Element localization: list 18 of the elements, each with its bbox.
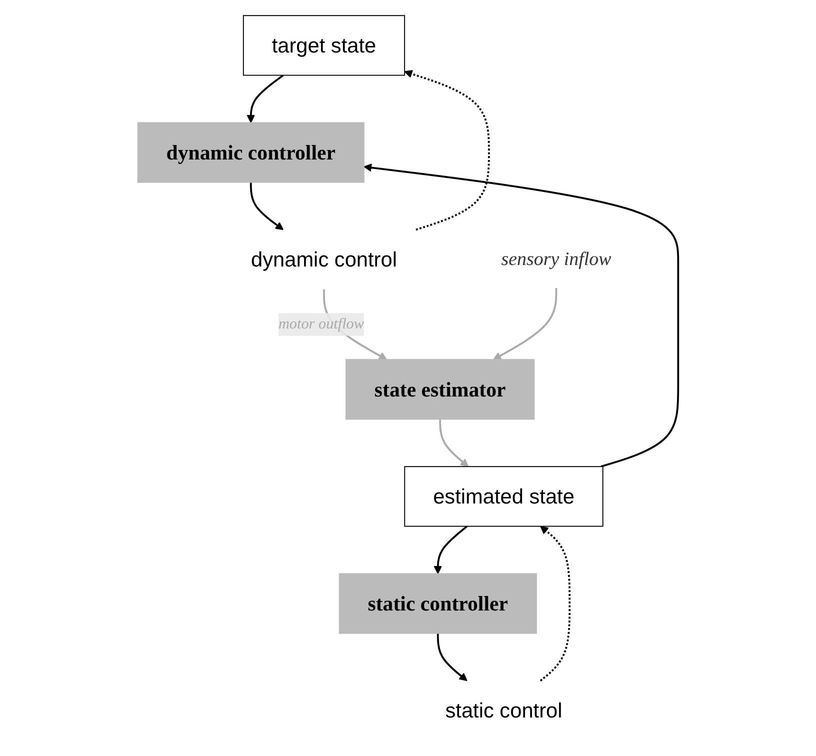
arrow (246, 74, 284, 124)
node-text: static control (445, 698, 562, 722)
arrow (364, 163, 680, 468)
arrow (404, 70, 490, 231)
node-text: dynamic control (250, 248, 397, 272)
edge-label: motor outflow (278, 316, 364, 332)
node-box: estimated state (404, 466, 604, 527)
arrow (540, 526, 571, 682)
node-text: sensory inflow (501, 249, 612, 270)
arrow (439, 419, 469, 467)
node-box: state estimator (346, 359, 535, 420)
arrow (436, 633, 468, 682)
arrow (434, 526, 468, 574)
node-box: target state (242, 15, 406, 76)
arrow (493, 288, 558, 360)
arrow (250, 182, 284, 230)
node-box: static controller (338, 573, 537, 634)
node-box: dynamic controller (137, 122, 364, 183)
